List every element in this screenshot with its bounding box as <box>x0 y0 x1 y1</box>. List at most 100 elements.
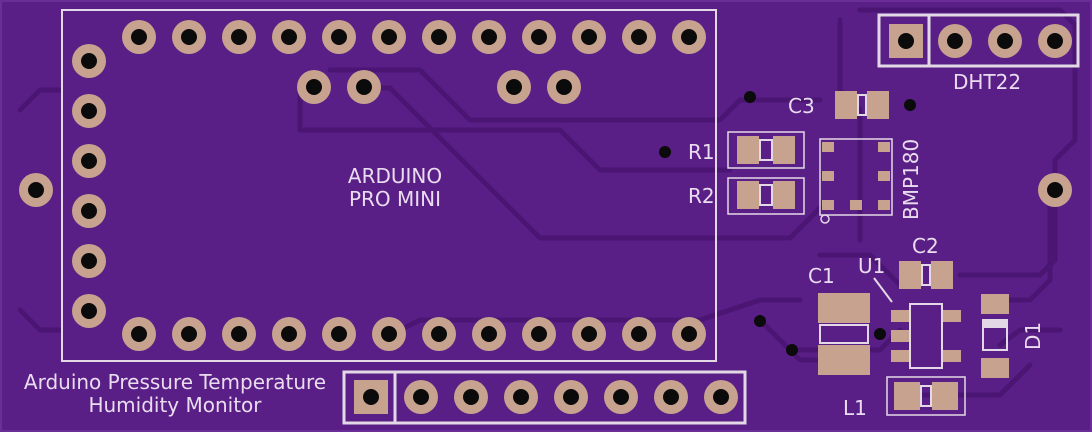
c2-pad-b <box>931 261 953 289</box>
drill-hole <box>431 29 447 45</box>
via <box>659 146 671 158</box>
r1-body-mark <box>759 139 773 161</box>
drill-hole <box>381 29 397 45</box>
l1-pad-b <box>932 382 958 410</box>
drill-hole <box>81 203 97 219</box>
c1-label: C1 <box>808 264 835 288</box>
drill-hole <box>997 33 1013 49</box>
c3-label: C3 <box>788 94 815 118</box>
bmp180-pad <box>878 200 890 210</box>
drill-hole <box>531 326 547 342</box>
bmp180-pad <box>822 200 834 210</box>
board-title-line1: Arduino Pressure Temperature <box>24 370 326 394</box>
drill-hole <box>81 53 97 69</box>
drill-hole <box>681 326 697 342</box>
drill-hole <box>581 29 597 45</box>
l1-outline <box>886 376 966 416</box>
drill-hole <box>231 326 247 342</box>
r2-pad-a <box>737 181 759 209</box>
d1-pad-top <box>981 294 1009 314</box>
drill-hole <box>131 29 147 45</box>
drill-hole <box>947 33 963 49</box>
c2-body-mark <box>921 264 931 286</box>
drill-hole <box>513 389 529 405</box>
drill-hole <box>181 326 197 342</box>
drill-hole <box>281 326 297 342</box>
via <box>744 91 756 103</box>
drill-hole <box>481 29 497 45</box>
bmp180-pad <box>822 142 834 152</box>
arduino-label-1: ARDUINO <box>348 164 442 188</box>
drill-hole <box>1047 182 1063 198</box>
r1-pad-a <box>737 136 759 164</box>
bmp180-label: BMP180 <box>899 139 923 220</box>
via <box>904 99 916 111</box>
c1-pad-top <box>818 293 870 323</box>
drill-hole <box>431 326 447 342</box>
u1-label: U1 <box>858 254 885 278</box>
drill-hole <box>1047 33 1063 49</box>
drill-hole <box>381 326 397 342</box>
bmp180-pad <box>850 200 862 210</box>
u1-pointer-line <box>873 277 893 303</box>
l1-label: L1 <box>843 396 867 420</box>
c1-pad-bottom <box>818 345 870 375</box>
r1-label: R1 <box>688 140 715 164</box>
drill-hole <box>898 33 914 49</box>
drill-hole <box>81 103 97 119</box>
u1-pad-left <box>891 330 909 342</box>
d1-label: D1 <box>1021 322 1045 350</box>
r2-outline <box>727 177 805 215</box>
c3-pad-b <box>867 91 889 119</box>
r2-label: R2 <box>688 184 715 208</box>
pads-layer <box>19 20 1072 414</box>
dht22-header-outline <box>877 13 1080 68</box>
d1-cathode-band <box>983 320 1007 328</box>
drill-hole <box>363 389 379 405</box>
drill-hole <box>663 389 679 405</box>
bmp180-pad <box>878 142 890 152</box>
r2-body-mark <box>759 184 773 206</box>
drill-hole <box>81 253 97 269</box>
drill-hole <box>331 326 347 342</box>
drill-hole <box>681 29 697 45</box>
vias <box>659 91 916 356</box>
c2-label: C2 <box>912 234 939 258</box>
u1-pad-left <box>891 310 909 322</box>
drill-hole <box>331 29 347 45</box>
r1-outline <box>727 131 805 169</box>
drill-hole <box>613 389 629 405</box>
u1-pad-right <box>943 350 961 362</box>
l1-body-mark <box>920 385 932 407</box>
drill-hole <box>231 29 247 45</box>
drill-hole <box>713 389 729 405</box>
c1-body-mark <box>819 324 869 344</box>
bmp180-pad <box>822 171 834 181</box>
drill-hole <box>481 326 497 342</box>
r2-pad-b <box>773 181 795 209</box>
drill-hole <box>531 29 547 45</box>
board-title-line2: Humidity Monitor <box>88 393 262 417</box>
c3-body-mark <box>857 94 867 116</box>
via <box>874 328 886 340</box>
bmp180-pin1-marker <box>820 214 830 224</box>
drill-hole <box>281 29 297 45</box>
c3-pad-a <box>835 91 857 119</box>
drill-hole <box>413 389 429 405</box>
arduino-footprint-outline <box>61 9 717 362</box>
r1-pad-b <box>773 136 795 164</box>
drill-hole <box>181 29 197 45</box>
bmp180-pad <box>878 171 890 181</box>
drill-hole <box>506 79 522 95</box>
u1-pad-left <box>891 350 909 362</box>
u1-outline <box>909 303 943 369</box>
drill-hole <box>131 326 147 342</box>
bmp180-outline <box>819 138 893 216</box>
via <box>754 315 766 327</box>
drill-hole <box>556 79 572 95</box>
drill-hole <box>81 153 97 169</box>
drill-hole <box>28 182 44 198</box>
u1-pad-right <box>943 310 961 322</box>
drill-hole <box>581 326 597 342</box>
